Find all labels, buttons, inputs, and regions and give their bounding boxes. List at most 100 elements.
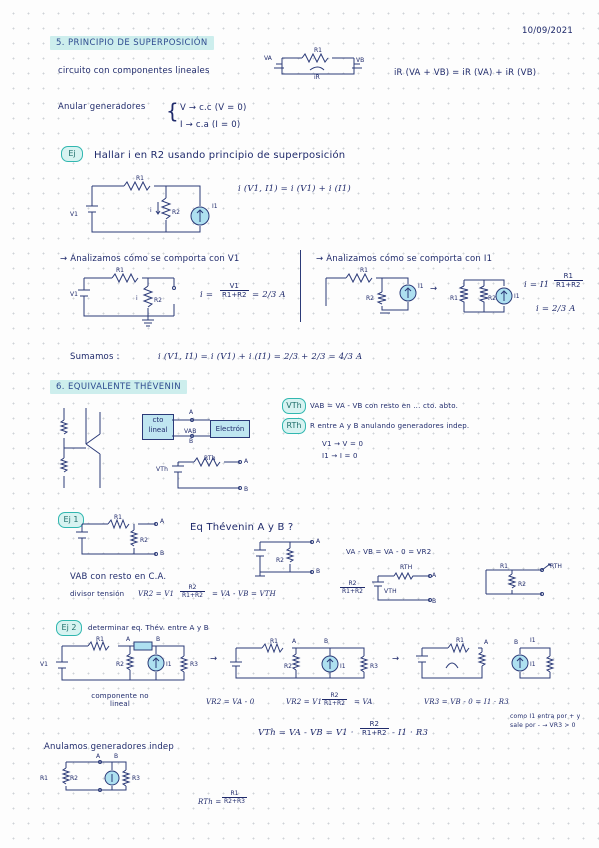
vth-final-den: R1+R2 bbox=[362, 729, 387, 737]
label-r1: R1 bbox=[500, 563, 508, 570]
label-r2: R2 bbox=[366, 295, 374, 302]
component-nonlinear-note: componente no lineal bbox=[91, 692, 149, 708]
vr2-eq: VR2 = V1 bbox=[138, 590, 175, 598]
label-i: i bbox=[150, 207, 152, 214]
eq-v1-rhs: = 2/3 A bbox=[252, 290, 286, 300]
eq-i1-num: R1 bbox=[554, 272, 583, 281]
vth-fraction: R2 R1+R2 bbox=[340, 580, 365, 595]
circuit-ej1-i1-parallel: R1 R2 I1 bbox=[450, 272, 520, 322]
circuit-ej3-va: R1 R2 R3 I1 A B bbox=[224, 638, 378, 684]
analysis-i1-text: → Analizamos cómo se comporta con I1 bbox=[316, 254, 493, 264]
vr2-divider-fraction: R2 R1+R2 bbox=[322, 692, 347, 707]
rth-final-eq: RTh = bbox=[198, 798, 222, 806]
label-b4: B bbox=[432, 598, 437, 605]
label-b: B bbox=[324, 638, 328, 645]
label-b: B bbox=[514, 639, 518, 646]
label-a2: A bbox=[244, 458, 249, 465]
eq-i1-lhs: i = I1 bbox=[524, 280, 550, 290]
date-label: 10/09/2021 bbox=[522, 26, 573, 36]
label-i1: I1 bbox=[530, 661, 536, 668]
label-v1: V1 bbox=[40, 661, 48, 668]
analysis-divider bbox=[300, 250, 301, 322]
sumamos-label: Sumamos : bbox=[70, 352, 120, 362]
arrow-glyph: → bbox=[430, 284, 438, 294]
vr3-note: como I1 entra por + y sale por - → VR3 >… bbox=[510, 713, 581, 729]
vr2-divider-num: R2 bbox=[322, 692, 347, 700]
label-a: A bbox=[292, 638, 297, 645]
label-r1: R1 bbox=[360, 267, 368, 274]
circuit-ej2-vth bbox=[370, 566, 440, 606]
label-r3: R3 bbox=[190, 661, 198, 668]
vth-final-fraction: R2 R1+R2 bbox=[360, 720, 389, 737]
label-vab: VAB bbox=[184, 428, 197, 435]
circuit-anulamos: R1 R2 R3 A B bbox=[40, 753, 140, 796]
vr2-tail: = VA - VB = VTH bbox=[212, 590, 276, 598]
label-i: i bbox=[136, 295, 138, 302]
circuit-ej2-vab: R2 bbox=[252, 534, 322, 580]
vr2-va-eq: VR2 = VA - 0 bbox=[206, 698, 255, 706]
arrow-glyph-2: → bbox=[210, 654, 218, 664]
circuit-ej2-rth: R1 R2 RTH bbox=[482, 563, 562, 600]
label-a4: A bbox=[432, 572, 437, 579]
rth-badge: RTh bbox=[282, 418, 306, 434]
label-b3: B bbox=[316, 568, 321, 575]
eq-v1-fraction: V1 R1+R2 bbox=[220, 282, 249, 299]
eq-i1-rhs: i = 2/3 A bbox=[536, 304, 576, 314]
label-v1: V1 bbox=[70, 291, 78, 298]
eq-v1-lhs: i = bbox=[200, 290, 214, 300]
label-r1: R1 bbox=[96, 636, 104, 643]
circuit-ej2-main: R1 R2 bbox=[72, 514, 162, 558]
sumamos-equation: i (V1, I1) = i (V1) + i (I1) = 2/3 + 2/3… bbox=[158, 352, 363, 362]
eq-v1-den: R1+R2 bbox=[222, 291, 247, 299]
label-r1: R1 bbox=[40, 775, 48, 782]
label-i1: I1 bbox=[212, 203, 218, 210]
label-r3: R3 bbox=[370, 663, 378, 670]
eq-i1-den: R1+R2 bbox=[556, 281, 581, 289]
vth-final-num: R2 bbox=[360, 720, 389, 729]
vr2-divider-tail: = VA bbox=[354, 698, 373, 706]
divisor-text: divisor tensión bbox=[70, 590, 125, 598]
label-ir: iR bbox=[314, 74, 320, 81]
label-r2: R2 bbox=[488, 295, 496, 302]
label-b: B bbox=[160, 550, 165, 557]
label-a3: A bbox=[316, 538, 321, 545]
label-r1: R1 bbox=[116, 267, 124, 274]
vth-final-tail: - I1 · R3 bbox=[392, 728, 429, 738]
label-r2: R2 bbox=[70, 775, 78, 782]
rth-definition: R entre A y B anulando generadores indep… bbox=[310, 422, 470, 430]
circuit-ej3-main: R1 R2 R3 V1 I1 A B bbox=[40, 636, 198, 686]
label-r2: R2 bbox=[116, 661, 124, 668]
label-r2: R2 bbox=[172, 209, 180, 216]
sketch-transistor-network bbox=[56, 404, 116, 490]
section-heading-superposicion: 5. PRINCIPIO DE SUPERPOSICIÓN bbox=[50, 36, 214, 50]
circuit-ej3-vb: R1 I1 I1 A B bbox=[410, 637, 560, 686]
label-vth: VTH bbox=[384, 588, 397, 595]
block-diagram-wires bbox=[172, 414, 212, 444]
label-vb: VB bbox=[356, 57, 364, 64]
label-r2: R2 bbox=[154, 297, 162, 304]
label-rth: RTH bbox=[400, 564, 413, 571]
example-badge-thevenin-2: Ej 2 bbox=[56, 620, 82, 636]
rule-current: I → c.a (I = 0) bbox=[180, 120, 241, 130]
vr2-divider-eq: VR2 = V1 bbox=[286, 698, 323, 706]
analysis-v1-text: → Analizamos cómo se comporta con V1 bbox=[60, 254, 240, 264]
label-a: A bbox=[126, 636, 131, 643]
vr2-divider-den: R1+R2 bbox=[324, 700, 345, 707]
example-thevenin-task: Eq Thévenin A y B ? bbox=[190, 522, 294, 533]
vth-definition: VAB = VA - VB con resto en ... cto. abto… bbox=[310, 402, 459, 410]
va-vb-eq: VA - VB = VA - 0 = VR2 bbox=[346, 548, 432, 556]
label-r1: R1 bbox=[270, 638, 278, 645]
label-b: B bbox=[189, 438, 194, 445]
arrow-glyph-3: → bbox=[392, 654, 400, 664]
vth-final-eq: VTh = VA - VB = V1 · bbox=[258, 728, 354, 738]
anular-text: Anular generadores bbox=[58, 102, 146, 112]
label-b: B bbox=[114, 753, 118, 760]
section-heading-thevenin: 6. EQUIVALENTE THÉVENIN bbox=[50, 380, 187, 394]
label-vth: VTh bbox=[156, 466, 169, 473]
circuit-series-va-vb: R1 VA VB iR bbox=[264, 47, 364, 81]
example-badge-1: Ej bbox=[61, 146, 83, 162]
label-r1: R1 bbox=[136, 175, 144, 182]
label-i1: I1 bbox=[514, 293, 520, 300]
label-i1-top: I1 bbox=[530, 637, 536, 644]
rth-final-fraction: R1 R2+R3 bbox=[222, 790, 247, 805]
